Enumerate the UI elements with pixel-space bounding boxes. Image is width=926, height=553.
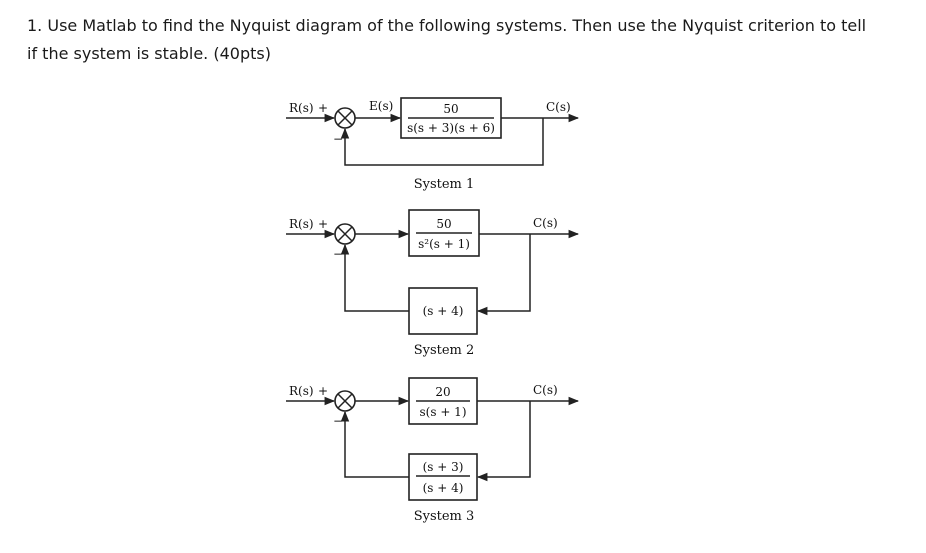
system-2-output-label: C(s) bbox=[533, 216, 558, 230]
system-1-plus-sign: + bbox=[318, 101, 328, 115]
system-1-input-label: R(s) bbox=[289, 101, 314, 115]
system-2-input-label: R(s) bbox=[289, 217, 314, 231]
question-text: 1. Use Matlab to find the Nyquist diagra… bbox=[27, 12, 907, 68]
system-2-summing-junction bbox=[334, 223, 356, 245]
system-3-feedback-num: (s + 3) bbox=[423, 460, 464, 474]
system-3-minus-sign: − bbox=[333, 414, 343, 428]
system-1-output-label: C(s) bbox=[546, 100, 571, 114]
question-line-1: 1. Use Matlab to find the Nyquist diagra… bbox=[27, 16, 867, 35]
system-3-feedback-block: (s + 3) (s + 4) bbox=[408, 453, 478, 501]
question-line-2: if the system is stable. (40pts) bbox=[27, 44, 271, 63]
system-1-forward-block: 50 s(s + 3)(s + 6) bbox=[400, 97, 502, 139]
system-3-forward-num: 20 bbox=[435, 385, 450, 399]
system-1-forward-num: 50 bbox=[443, 102, 458, 116]
system-3-feedback-out-wire bbox=[340, 410, 409, 478]
system-2-feedback-in-wire bbox=[476, 234, 531, 316]
system-3-plus-sign: + bbox=[318, 384, 328, 398]
system-3-forward-block: 20 s(s + 1) bbox=[408, 377, 478, 425]
system-1-forward-den: s(s + 3)(s + 6) bbox=[407, 121, 495, 135]
system-2-minus-sign: − bbox=[333, 247, 343, 261]
system-3-diagram: R(s) + 20 s(s + 1) C(s) (s + 3) (s + 4) … bbox=[286, 377, 580, 524]
system-3-feedback-in-wire bbox=[476, 401, 531, 482]
system-1-diagram: R(s) + E(s) 50 s(s + 3)(s + 6) C(s) − Sy… bbox=[286, 97, 580, 192]
system-3-caption: System 3 bbox=[414, 509, 475, 524]
system-2-forward-num: 50 bbox=[436, 217, 451, 231]
system-1-summing-junction bbox=[334, 107, 356, 129]
system-2-plus-sign: + bbox=[318, 217, 328, 231]
system-2-feedback-expr: (s + 4) bbox=[423, 304, 464, 318]
system-3-summing-junction bbox=[334, 390, 356, 412]
system-3-forward-den: s(s + 1) bbox=[420, 405, 467, 419]
system-1-caption: System 1 bbox=[414, 177, 475, 192]
system-3-output-label: C(s) bbox=[533, 383, 558, 397]
system-2-feedback-block: (s + 4) bbox=[408, 287, 478, 335]
system-2-forward-block: 50 s²(s + 1) bbox=[408, 209, 480, 257]
system-2-forward-den: s²(s + 1) bbox=[418, 237, 470, 251]
system-3-feedback-den: (s + 4) bbox=[423, 481, 464, 495]
system-1-feedback-wire bbox=[340, 118, 544, 166]
system-2-feedback-out-wire bbox=[340, 243, 409, 312]
system-3-input-label: R(s) bbox=[289, 384, 314, 398]
system-2-caption: System 2 bbox=[414, 343, 475, 358]
system-1-minus-sign: − bbox=[333, 132, 343, 146]
system-1-error-label: E(s) bbox=[369, 99, 393, 113]
system-2-diagram: R(s) + 50 s²(s + 1) C(s) (s + 4) − Syste… bbox=[286, 209, 580, 358]
